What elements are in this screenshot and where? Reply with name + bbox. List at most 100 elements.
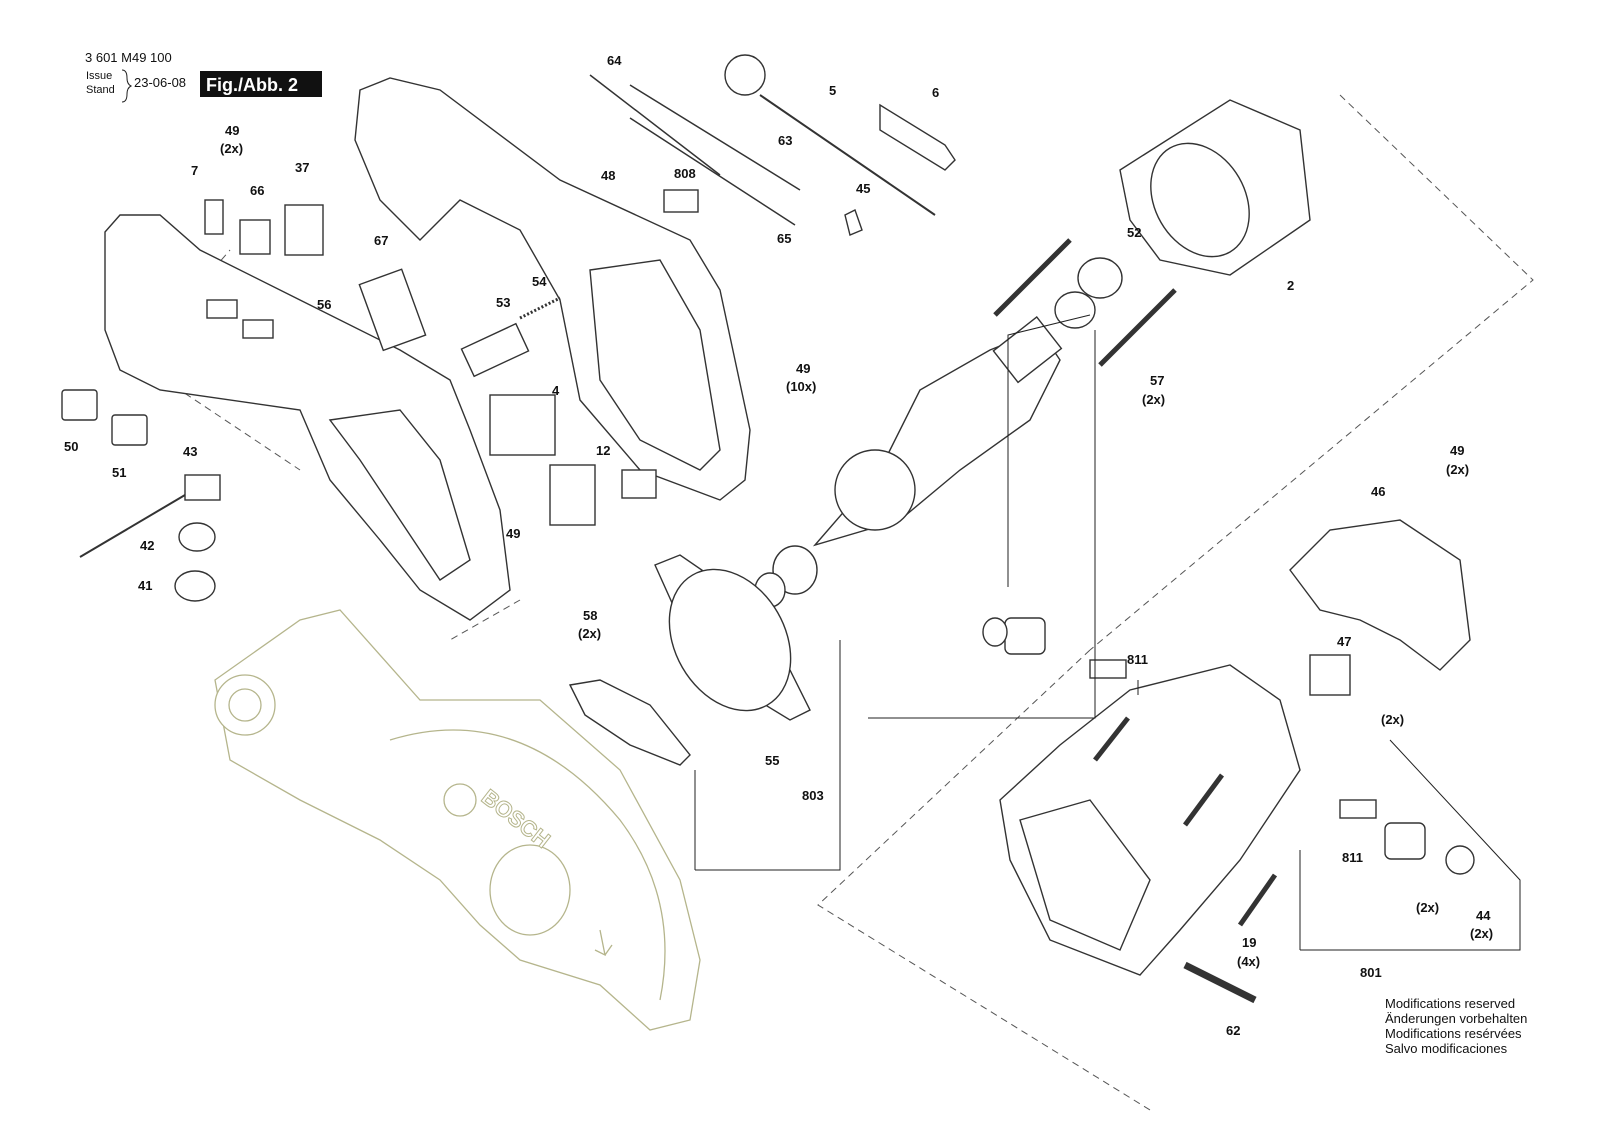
cap-44 [1445, 845, 1475, 875]
label-808 [663, 189, 699, 213]
cable-tie-43 [79, 494, 186, 558]
part-label-49-c: 49 [796, 361, 810, 376]
housing-switch-window-1 [206, 299, 238, 319]
spring-54 [519, 296, 561, 320]
part-label-2x-a: (2x) [1381, 712, 1404, 727]
fig-label: Fig./Abb. 2 [206, 75, 298, 95]
part-label-47: 47 [1337, 634, 1351, 649]
part-label-58: 58 [583, 608, 597, 623]
brace-icon [121, 69, 133, 103]
part-label-46: 46 [1371, 484, 1385, 499]
part-label-19: 19 [1242, 935, 1256, 950]
switch-button-50 [61, 389, 98, 421]
part-label-48: 48 [601, 168, 615, 183]
part-label-58-qty: (2x) [578, 626, 601, 641]
switch-module [549, 464, 596, 526]
brush-holder-upper [1004, 617, 1046, 655]
bearing-plate-bore [668, 568, 792, 712]
part-label-6: 6 [932, 85, 939, 100]
part-label-50: 50 [64, 439, 78, 454]
screw-19c [1093, 716, 1130, 762]
handle-frame-grip [589, 259, 721, 471]
part-label-12: 12 [596, 443, 610, 458]
cap-upper [982, 617, 1008, 647]
stand-label: Stand [86, 84, 115, 96]
doc-number: 3 601 M49 100 [85, 50, 172, 65]
switch-button-51 [111, 414, 148, 446]
fig-label-box [200, 71, 322, 97]
part-label-49-d: 49 [1450, 443, 1464, 458]
electronics-67 [358, 268, 427, 352]
part-label-57: 57 [1150, 373, 1164, 388]
carbon-brush-lower [1339, 799, 1377, 819]
part-label-45: 45 [856, 181, 870, 196]
part-label-63: 63 [778, 133, 792, 148]
pad-12 [621, 469, 657, 499]
part-label-64: 64 [607, 53, 622, 68]
brush-holder-lower [1384, 822, 1426, 860]
modifications-note: Modifications reserved Änderungen vorbeh… [1385, 996, 1527, 1056]
cable-5 [759, 94, 936, 216]
clip-7 [204, 199, 224, 235]
rotation-arrow-icon [594, 929, 613, 957]
part-label-49-a-qty: (2x) [220, 141, 243, 156]
part-label-43: 43 [183, 444, 197, 459]
gear-housing-body [214, 609, 701, 1031]
screw-19b [1237, 873, 1278, 927]
bearing-52 [1077, 257, 1123, 299]
stator-bore [1150, 142, 1250, 258]
part-label-49-c-qty: (10x) [786, 379, 816, 394]
brand-logo-icon [443, 783, 477, 817]
screw-19 [1182, 773, 1225, 827]
part-label-55: 55 [765, 753, 779, 768]
part-label-49-d-qty: (2x) [1446, 462, 1469, 477]
part-label-4: 4 [552, 383, 560, 398]
gear-housing: BOSCH [214, 609, 701, 1031]
leader-803 [695, 640, 841, 871]
bracket-37 [284, 204, 324, 256]
part-label-54: 54 [532, 274, 547, 289]
plate-43 [184, 474, 221, 501]
part-label-65: 65 [777, 231, 791, 246]
motor-housing-opening [1019, 799, 1151, 951]
wire-63 [629, 84, 801, 191]
commutator [992, 316, 1063, 384]
part-labels: 64 5 6 63 808 45 65 48 49 (2x) 7 66 37 6… [64, 53, 1493, 1038]
long-screw-upper [993, 238, 1072, 317]
bearing-upper [1054, 291, 1096, 329]
note-en: Modifications reserved [1385, 996, 1515, 1011]
part-label-49-b: 49 [506, 526, 520, 541]
part-label-7: 7 [191, 163, 198, 178]
part-label-53: 53 [496, 295, 510, 310]
suppressor-47 [1309, 654, 1351, 696]
part-label-52: 52 [1127, 225, 1141, 240]
long-screw-lower [1098, 288, 1177, 367]
part-label-57-qty: (2x) [1142, 392, 1165, 407]
part-label-56: 56 [317, 297, 331, 312]
leader-801 [1300, 739, 1521, 951]
wire-64 [589, 74, 721, 176]
part-label-49-a: 49 [225, 123, 239, 138]
part-label-2: 2 [1287, 278, 1294, 293]
housing-shell [104, 214, 511, 621]
issue-label: Issue [86, 70, 112, 82]
part-label-66: 66 [250, 183, 264, 198]
clamp-plate [568, 679, 691, 766]
part-label-67: 67 [374, 233, 388, 248]
sleeve-6 [879, 103, 956, 171]
capacitor-66 [239, 219, 271, 255]
fan-cover [1289, 519, 1471, 671]
header-block: 3 601 M49 100 Issue Stand 23-06-08 Fig./… [85, 50, 322, 103]
housing-handle-opening [328, 409, 471, 581]
carbon-brush-upper [1089, 659, 1127, 679]
part-label-44: 44 [1476, 908, 1491, 923]
stator [1119, 99, 1311, 276]
part-label-62: 62 [1226, 1023, 1240, 1038]
part-label-811-b: 811 [1342, 850, 1363, 865]
note-fr: Modifications resérvées [1385, 1026, 1522, 1041]
spindle-opening [489, 844, 571, 936]
handle-frame [354, 77, 751, 501]
part-label-51: 51 [112, 465, 126, 480]
fan-wheel [834, 449, 916, 531]
